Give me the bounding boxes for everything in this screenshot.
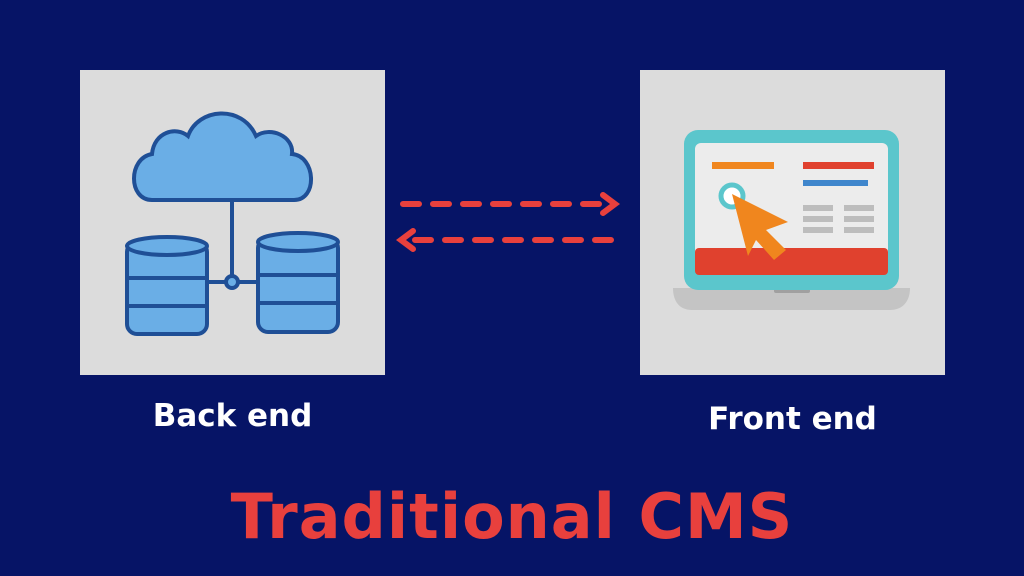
- bidirectional-arrows: [396, 192, 620, 252]
- diagram-title: Traditional CMS: [230, 480, 794, 553]
- back-end-label: Back end: [152, 398, 313, 434]
- back-end-panel: [80, 70, 385, 375]
- front-end-label: Front end: [708, 401, 877, 437]
- front-end-panel: [640, 70, 945, 375]
- laptop-cursor-icon: [673, 130, 910, 310]
- cloud-database-icon: [125, 111, 340, 336]
